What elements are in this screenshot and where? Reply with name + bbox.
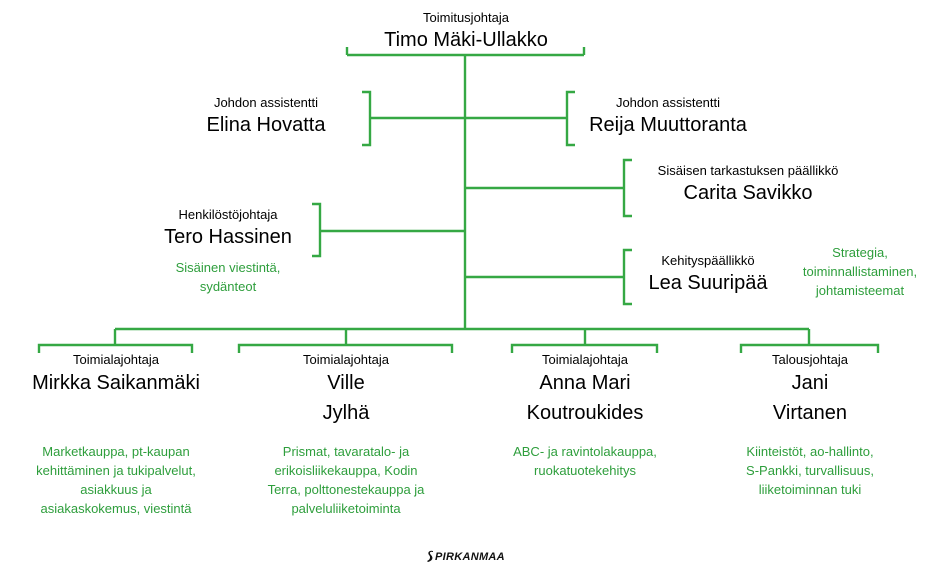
division-node-3: Toimialajohtaja Anna Mari Koutroukides	[500, 351, 670, 428]
staff-description-tero: Sisäinen viestintä, sydänteot	[175, 260, 281, 294]
staff-role: Johdon assistentti	[213, 95, 319, 110]
division-description-2: Prismat, tavaratalo- ja erikoisliikekaup…	[267, 444, 425, 516]
division-bracket-2	[237, 343, 454, 353]
staff-node-elina: Johdon assistentti Elina Hovatta	[176, 94, 356, 139]
staff-name: Tero Hassinen	[164, 226, 292, 248]
staff-name: Carita Savikko	[683, 182, 813, 204]
staff-node-carita: Sisäisen tarkastuksen päällikkö Carita S…	[628, 162, 868, 207]
division-bracket-1	[37, 343, 194, 353]
pirkanmaa-logo: PIRKANMAA	[426, 550, 505, 563]
elina-bracket	[362, 90, 465, 147]
tero-bracket	[312, 202, 465, 258]
division-name: Virtanen	[772, 402, 848, 424]
division-node-1: Toimialajohtaja Mirkka Saikanmäki	[10, 351, 222, 398]
staff-role: Kehityspäällikkö	[661, 253, 755, 268]
staff-role: Henkilöstöjohtaja	[178, 207, 278, 222]
division-name: Koutroukides	[526, 402, 644, 424]
staff-node-tero: Henkilöstöjohtaja Tero Hassinen	[146, 206, 310, 251]
division-role: Toimialajohtaja	[73, 352, 159, 367]
division-node-4: Talousjohtaja Jani Virtanen	[735, 351, 885, 428]
ceo-name: Timo Mäki-Ullakko	[384, 29, 548, 51]
division-bracket-3	[510, 343, 659, 353]
division-role: Toimialajohtaja	[303, 352, 389, 367]
staff-role: Sisäisen tarkastuksen päällikkö	[657, 163, 839, 178]
division-role: Talousjohtaja	[772, 352, 848, 367]
division-name: Anna Mari	[539, 372, 631, 394]
staff-name: Lea Suuripää	[648, 272, 768, 294]
staff-name: Elina Hovatta	[206, 114, 326, 136]
division-name: Mirkka Saikanmäki	[32, 372, 200, 394]
ceo-role: Toimitusjohtaja	[423, 10, 509, 25]
division-description-1: Marketkauppa, pt-kaupan kehittäminen ja …	[36, 444, 196, 516]
division-node-2: Toimialajohtaja Ville Jylhä	[246, 351, 446, 428]
division-name: Jani	[791, 372, 829, 394]
ceo-node: Toimitusjohtaja Timo Mäki-Ullakko	[316, 9, 616, 54]
division-name: Ville	[327, 372, 365, 394]
lea-bracket	[465, 248, 632, 306]
staff-role: Johdon assistentti	[615, 95, 721, 110]
carita-bracket	[465, 158, 632, 218]
s-logo-icon	[427, 550, 433, 562]
division-description-3: ABC- ja ravintolakauppa, ruokatuotekehit…	[513, 444, 657, 478]
staff-node-reija: Johdon assistentti Reija Muuttoranta	[568, 94, 768, 139]
division-name: Jylhä	[322, 402, 370, 424]
division-role: Toimialajohtaja	[542, 352, 628, 367]
staff-name: Reija Muuttoranta	[589, 114, 747, 136]
logo-text: PIRKANMAA	[435, 551, 505, 563]
staff-description-lea: Strategia, toiminnallistaminen, johtamis…	[802, 245, 918, 298]
staff-node-lea: Kehityspäällikkö Lea Suuripää	[633, 252, 783, 297]
division-description-4: Kiinteistöt, ao-hallinto, S-Pankki, turv…	[746, 444, 874, 497]
division-bracket-4	[739, 343, 880, 353]
reija-bracket	[465, 90, 575, 147]
